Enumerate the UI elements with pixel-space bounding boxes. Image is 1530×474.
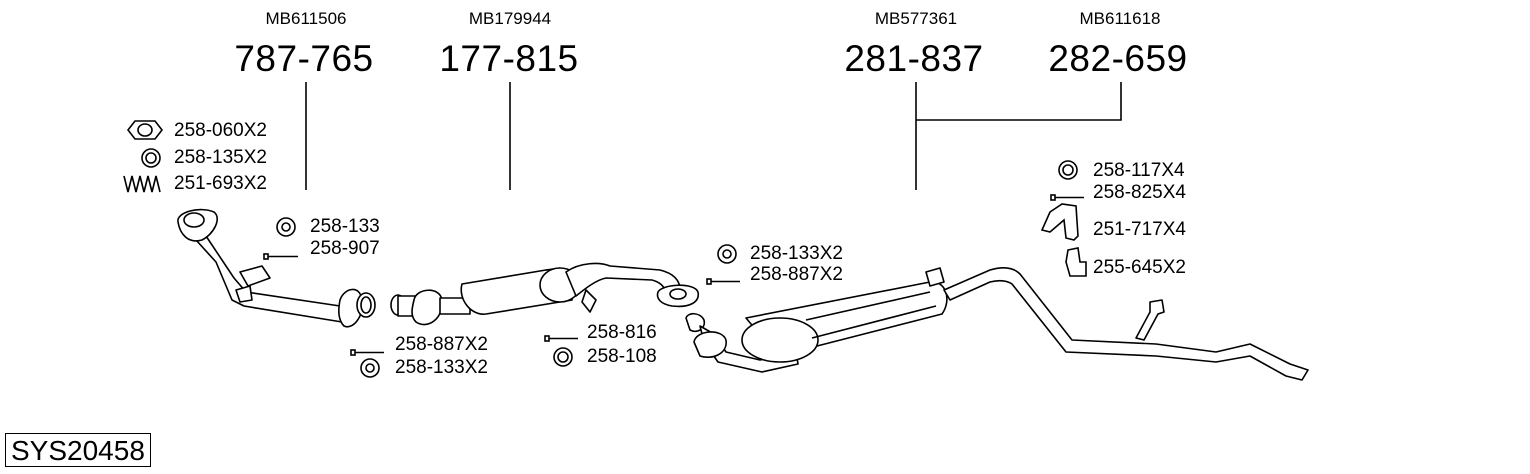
hardware-label-ring-a[interactable]: 258-135X2 bbox=[174, 147, 267, 168]
hardware-label-bracket-f[interactable]: 255-645X2 bbox=[1093, 257, 1186, 278]
part-number-4[interactable]: 282-659 bbox=[1048, 38, 1188, 79]
gasket-ring-icon bbox=[717, 244, 737, 264]
rear-muffler-part bbox=[685, 267, 1309, 381]
leader-line-282-659 bbox=[916, 82, 1122, 121]
spring-icon bbox=[123, 175, 161, 193]
bolt-icon bbox=[706, 278, 740, 285]
hardware-label-bolt-b[interactable]: 258-907 bbox=[310, 238, 380, 259]
oe-number-1: MB611506 bbox=[265, 9, 347, 28]
hardware-label-ring-b[interactable]: 258-133 bbox=[310, 216, 380, 237]
front-muffler-part bbox=[390, 262, 699, 326]
part-number-2[interactable]: 177-815 bbox=[439, 38, 579, 79]
system-code-label: SYS20458 bbox=[5, 433, 151, 467]
hardware-label-bolt-f[interactable]: 258-825X4 bbox=[1093, 182, 1186, 203]
hardware-label-ring-d[interactable]: 258-108 bbox=[587, 346, 657, 367]
hex-nut-icon bbox=[126, 120, 164, 140]
bolt-icon bbox=[544, 335, 578, 342]
gasket-ring-icon bbox=[553, 347, 573, 367]
bolt-icon bbox=[1050, 194, 1084, 201]
hardware-label-nut-a[interactable]: 258-060X2 bbox=[174, 120, 267, 141]
part-number-1[interactable]: 787-765 bbox=[234, 38, 374, 79]
rubber-hanger-icon bbox=[1040, 203, 1079, 241]
hardware-label-ring-f[interactable]: 258-117X4 bbox=[1093, 160, 1185, 181]
gasket-ring-icon bbox=[141, 148, 161, 168]
hardware-label-ring-e[interactable]: 258-133X2 bbox=[750, 243, 843, 264]
hardware-label-hanger-f[interactable]: 251-717X4 bbox=[1093, 219, 1186, 240]
oe-number-4: MB611618 bbox=[1079, 9, 1161, 28]
hardware-label-spring-a[interactable]: 251-693X2 bbox=[174, 173, 267, 194]
oe-number-3: MB577361 bbox=[874, 9, 958, 28]
bolt-icon bbox=[263, 253, 298, 260]
hardware-label-ring-c[interactable]: 258-133X2 bbox=[395, 357, 488, 378]
gasket-ring-icon bbox=[360, 358, 380, 378]
gasket-ring-icon bbox=[276, 217, 296, 237]
gasket-ring-icon bbox=[1058, 160, 1078, 180]
bolt-icon bbox=[350, 349, 384, 356]
bracket-icon bbox=[1065, 247, 1087, 277]
oe-number-2: MB179944 bbox=[468, 9, 552, 28]
front-pipe-part bbox=[177, 208, 376, 328]
hardware-label-bolt-d[interactable]: 258-816 bbox=[587, 322, 657, 343]
hardware-label-bolt-c[interactable]: 258-887X2 bbox=[395, 334, 488, 355]
hardware-label-bolt-e[interactable]: 258-887X2 bbox=[750, 264, 843, 285]
part-number-3[interactable]: 281-837 bbox=[844, 38, 984, 79]
